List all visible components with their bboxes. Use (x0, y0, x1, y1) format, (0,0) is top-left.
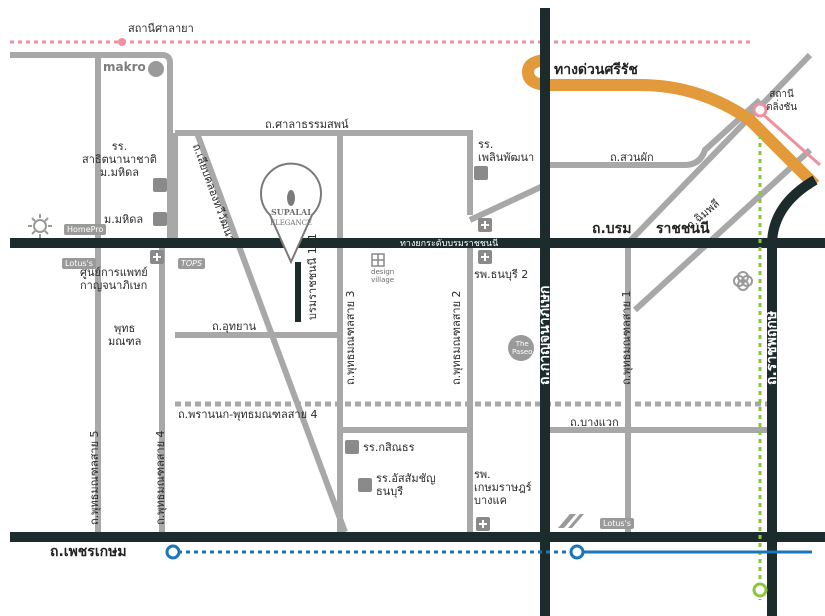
homepro-badge: HomePro (64, 224, 107, 235)
lotus-east-badge: Lotus's (600, 518, 634, 529)
kasemrad-hospital-label: รพ. เกษมราษฎร์ บางแค (474, 468, 532, 507)
makro-label: makro (103, 60, 146, 74)
road-ratchaphruek (767, 175, 818, 616)
the-paseo-logo (508, 335, 534, 361)
project-name-label: ELEGANCE (269, 219, 313, 227)
ratchaphruek-label: ถ.ราชพฤกษ์ (764, 310, 780, 385)
sala-thammasop-label: ถ.ศาลาธรรมสพน์ (265, 118, 349, 131)
pink-station-salaya (118, 38, 126, 46)
pink-station-taling-chan (752, 102, 768, 118)
thonburi2-hospital-label: รพ.ธนบุรี 2 (474, 268, 529, 281)
sun-logo-icon (28, 214, 52, 238)
project-pin-shape (260, 162, 322, 265)
tops-logo-icon (558, 514, 584, 528)
project-brand-label: SUPALAI (271, 207, 311, 217)
school-icons (153, 166, 488, 492)
blue-line-station-west (165, 544, 181, 560)
mahidol-label: ม.มหิดล (104, 213, 144, 226)
phutthamonthon-1-label: ถ.พุทธมณฑลสาย 1 (620, 290, 633, 385)
school-icon-phloen (474, 166, 488, 180)
assumption-thonburi-label: รร.อัสสัมชัญ ธนบุรี (376, 472, 436, 498)
main-roads (10, 8, 825, 616)
station-taling-chan-label: สถานี ตลิ่งชัน (766, 89, 798, 113)
road-makro-loop (10, 52, 173, 243)
school-icon-assumption (358, 478, 372, 492)
phutthamonthon-4-label: ถ.พุทธมณฑลสาย 4 (154, 430, 167, 525)
expressway-label: ทางด่วนศรีรัช (554, 62, 638, 78)
road-suan-phak-west (468, 182, 547, 223)
tops-badge: TOPS (178, 258, 206, 269)
phutthamonthon-label: พุทธ มณฑล (108, 322, 142, 348)
borom-suffix-label: ราชชนนี (656, 221, 710, 237)
utthayan-label: ถ.อุทยาน (212, 320, 257, 333)
borom-elevated-label: ทางยกระดับบรมราชชนนี (400, 239, 499, 249)
phutthamonthon-5-label: ถ.พุทธมณฑลสาย 5 (88, 430, 101, 525)
local-roads (10, 52, 813, 534)
suan-phak-label: ถ.สวนผัก (610, 151, 654, 164)
blue-line-station-east (569, 544, 585, 560)
design-village-label: design village (371, 268, 395, 284)
phutthamonthon-2-label: ถ.พุทธมณฑลสาย 2 (450, 290, 463, 385)
satit-mahidol-label: รร. สาธิตนานาชาติ ม.มหิดล (82, 140, 157, 179)
road-suan-phak (545, 97, 763, 168)
green-line-station (752, 582, 768, 598)
pink-line-solid (757, 108, 821, 167)
borom-prefix-label: ถ.บรม (592, 221, 632, 237)
sitthanon-label: รร.กสิณธร (363, 441, 415, 454)
clover-logo-icon (733, 271, 753, 291)
road-chimphli (632, 147, 813, 313)
school-icon-sitthanon (345, 440, 359, 454)
makro-logo-icon (148, 61, 164, 77)
station-salaya-label: สถานีศาลายา (128, 22, 194, 35)
kanchanaphisek-label: ถ.กาญจนาภิเษก (537, 285, 553, 385)
hospital-icons (150, 218, 492, 531)
school-icon-satit (153, 178, 167, 192)
school-icon-mahidol (153, 212, 167, 226)
the-paseo-label: The Paseo (512, 340, 533, 356)
road-sala-thammasop (175, 130, 473, 215)
phutthamonthon-3-label: ถ.พุทธมณฑลสาย 3 (344, 290, 357, 385)
phetkasem-label: ถ.เพชรเกษม (50, 544, 127, 560)
medical-center-label: ศูนย์การแพทย์ กาญจนาภิเษก (80, 266, 148, 292)
soi-121-label: บรมราชชนนี 121 (306, 233, 319, 320)
phloen-phattana-label: รร. เพลินพัฒนา (478, 138, 535, 164)
phran-nok-label: ถ.พรานนก-พุทธมณฑลสาย 4 (178, 408, 318, 421)
project-pin (260, 162, 322, 265)
project-leaf-icon (287, 190, 295, 206)
road-diag-ne (625, 52, 813, 246)
bang-waek-label: ถ.บางแวก (570, 416, 619, 429)
lotus-west-badge: Lotus's (62, 258, 96, 269)
